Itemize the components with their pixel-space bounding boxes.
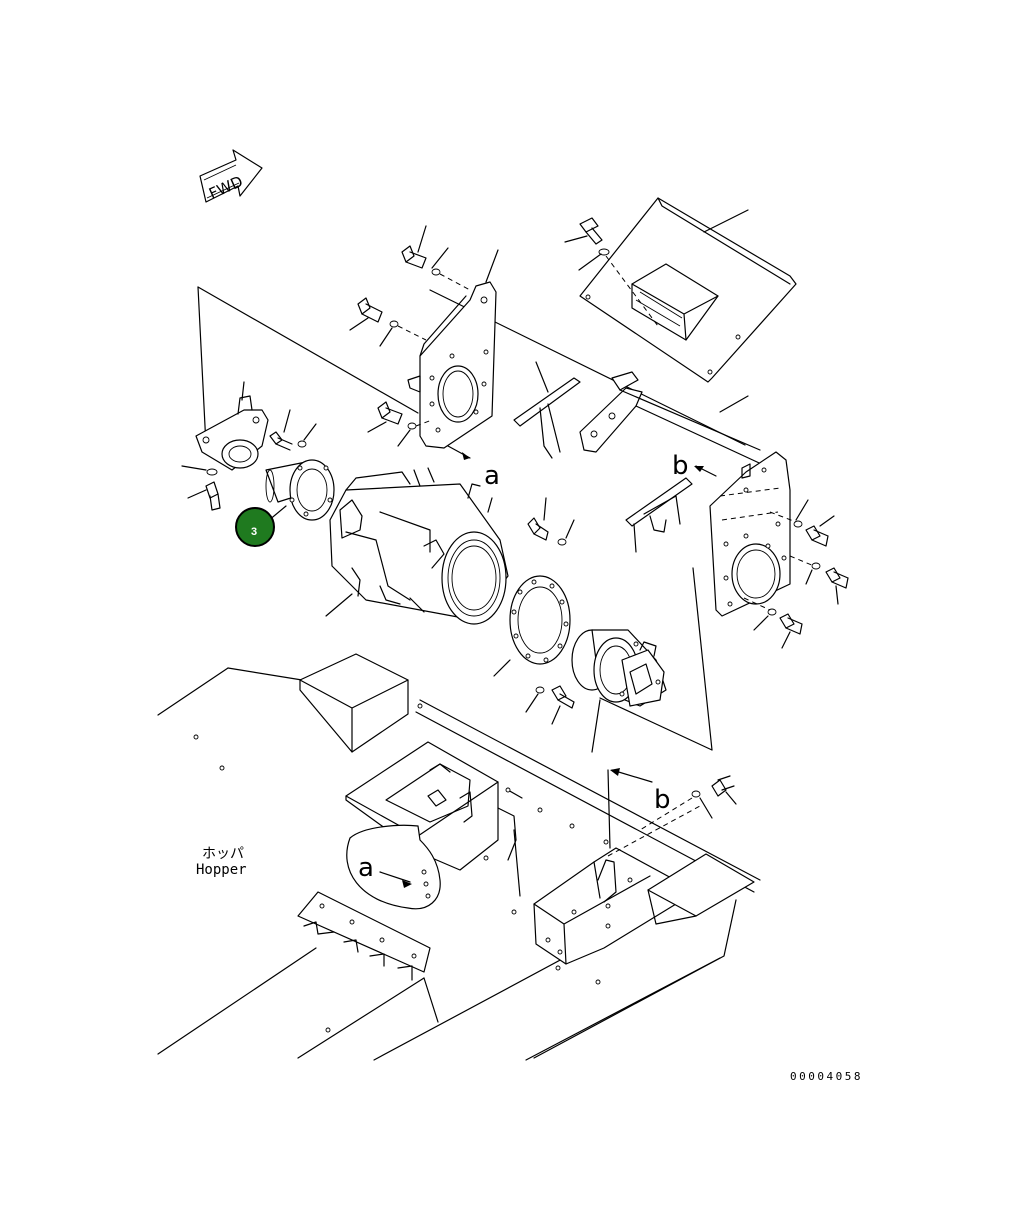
- detail-label-a: a: [358, 853, 374, 883]
- bolt-set-center: [525, 497, 575, 725]
- ref-arrow-b-bottom: b: [610, 768, 671, 815]
- hopper-label-en: Hopper: [196, 862, 247, 878]
- right-side-plate: [709, 451, 791, 617]
- fwd-arrow: FWD: [199, 149, 263, 203]
- pin-bracket: [513, 361, 581, 459]
- ref-label-a: a: [484, 461, 500, 491]
- pin-bracket-right: [625, 477, 693, 553]
- bolt: [564, 217, 659, 327]
- callout-3[interactable]: 3: [235, 507, 275, 547]
- drive-motor: [571, 629, 667, 753]
- callout-number: 3: [251, 526, 257, 538]
- bolt-set-lower: [639, 775, 737, 831]
- drum-shaft: [261, 459, 335, 527]
- top-cover-plate: [579, 197, 797, 383]
- drawing-number: 00004058: [790, 1070, 863, 1083]
- hopper-frame: [157, 653, 761, 1061]
- hopper-label-jp: ホッパ: [202, 846, 244, 862]
- detail-a-bubble: a: [346, 824, 441, 910]
- fwd-label: FWD: [206, 172, 245, 203]
- ref-label-b-lower: b: [654, 785, 671, 815]
- bolt-set: [349, 225, 471, 447]
- ref-arrow-a-top: a: [447, 445, 500, 491]
- bearing-bracket-plate: [407, 249, 499, 449]
- drive-flange: [493, 575, 571, 677]
- ref-label-b: b: [672, 451, 689, 481]
- cross-brace: [579, 371, 771, 469]
- feeder-drum: [325, 467, 509, 625]
- bolt-set-right: [743, 499, 849, 649]
- ref-arrow-b-top: b: [672, 451, 717, 481]
- bearing-unit: [181, 381, 317, 511]
